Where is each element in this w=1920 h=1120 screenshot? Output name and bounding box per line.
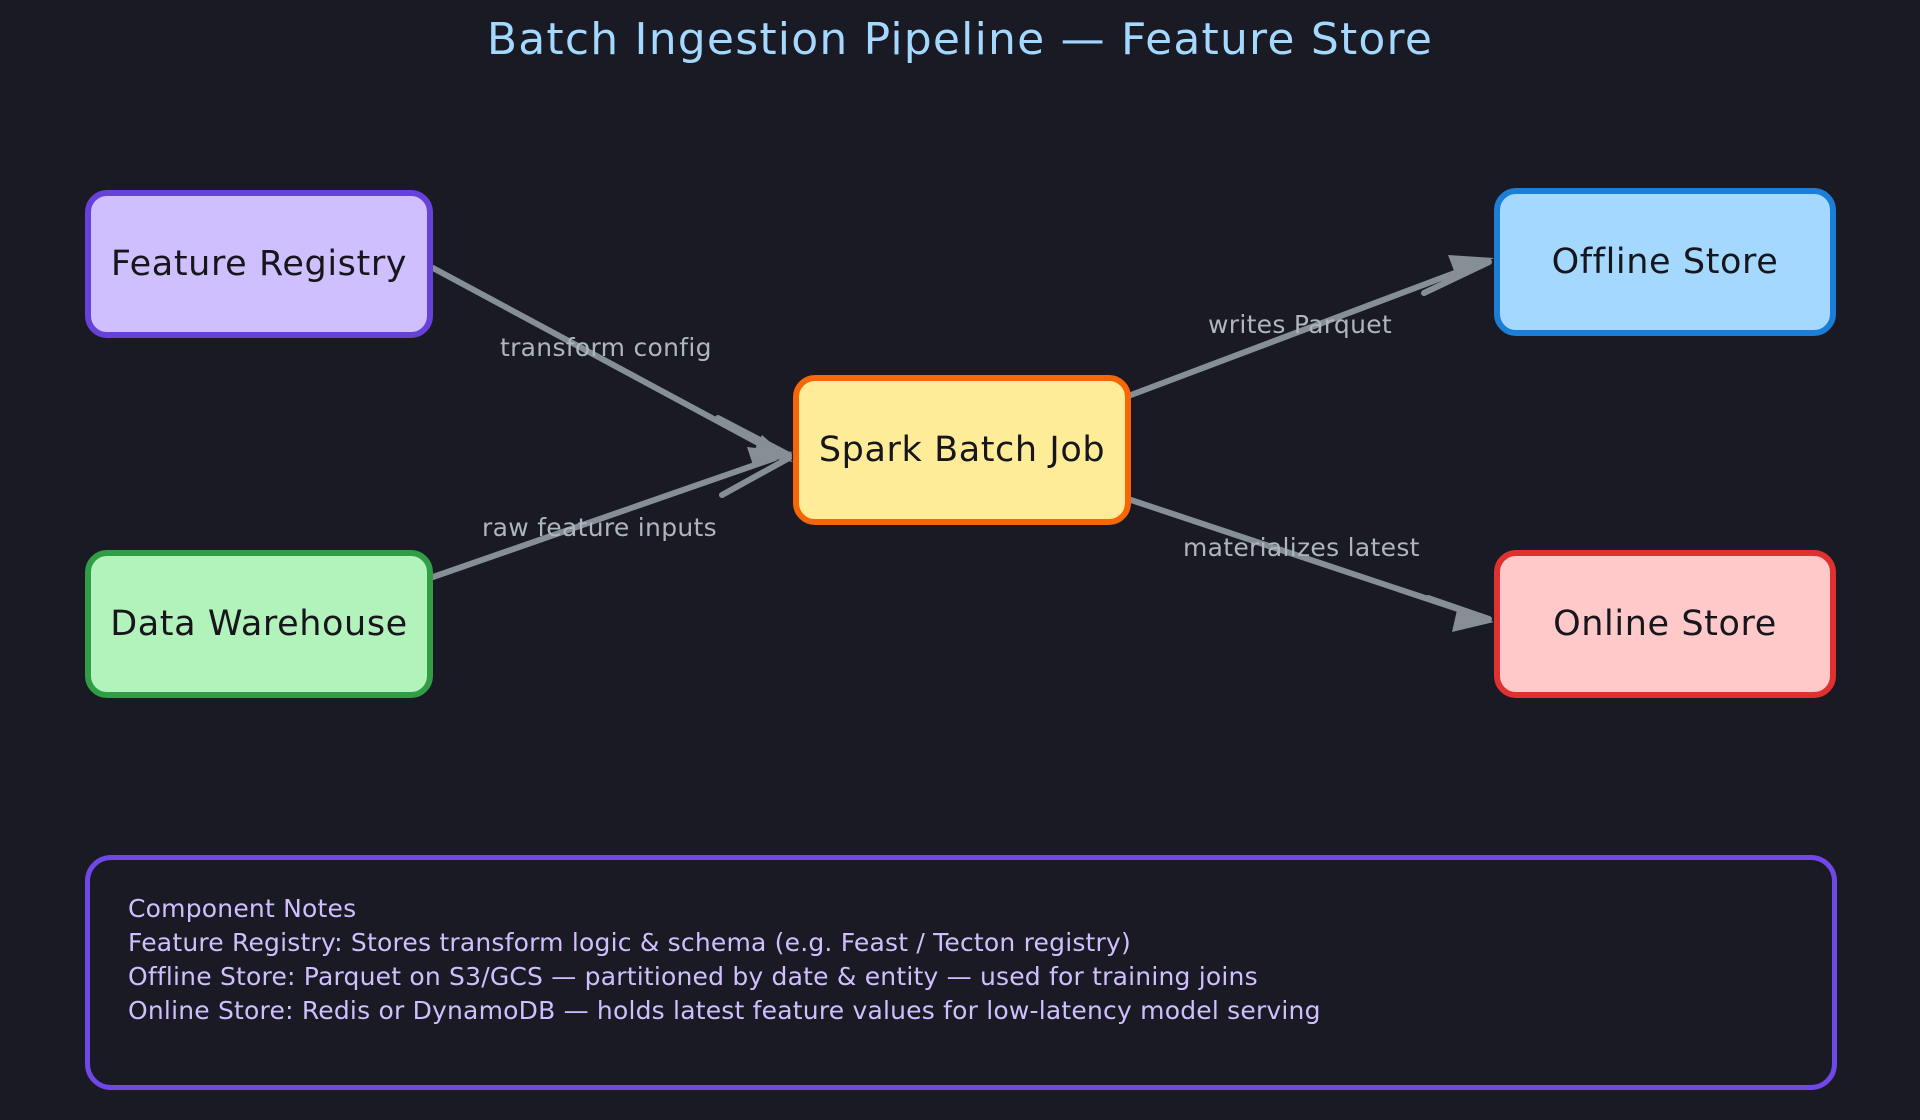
edge-label-raw-feature-inputs: raw feature inputs xyxy=(482,513,717,542)
edge-writes-parquet-stroke-2 xyxy=(1421,259,1492,296)
edge-label-writes-parquet: writes Parquet xyxy=(1208,310,1393,339)
note-line-online-store: Online Store: Redis or DynamoDB — holds … xyxy=(128,996,1321,1025)
arrowhead-icon xyxy=(1452,610,1494,632)
node-label: Online Store xyxy=(1553,604,1777,644)
edge-inlet-cluster xyxy=(715,415,792,498)
component-notes-panel: Component Notes Feature Registry: Stores… xyxy=(85,855,1837,1090)
edge-label-materializes-latest: materializes latest xyxy=(1183,533,1420,562)
node-feature-registry[interactable]: Feature Registry xyxy=(85,190,433,338)
node-online-store[interactable]: Online Store xyxy=(1494,550,1836,698)
node-label: Feature Registry xyxy=(110,244,408,284)
edge-materializes-latest xyxy=(1128,497,1494,632)
edge-materializes-latest-stroke-2 xyxy=(1425,595,1492,622)
arrowhead-icon xyxy=(1448,255,1494,276)
edge-inlet-stroke-2 xyxy=(719,455,792,498)
notes-heading: Component Notes xyxy=(128,894,357,923)
edge-label-transform-config: transform config xyxy=(500,333,712,362)
node-offline-store[interactable]: Offline Store xyxy=(1494,188,1836,336)
note-line-feature-registry: Feature Registry: Stores transform logic… xyxy=(128,928,1131,957)
node-label: Spark Batch Job xyxy=(818,430,1106,470)
node-label: Offline Store xyxy=(1551,242,1779,282)
node-data-warehouse[interactable]: Data Warehouse xyxy=(85,550,433,698)
arrowhead-icon xyxy=(752,435,793,462)
edge-raw-feature-inputs xyxy=(430,447,793,580)
edge-transform-config xyxy=(430,265,793,462)
node-spark-batch-job[interactable]: Spark Batch Job xyxy=(793,375,1131,525)
page-title: Batch Ingestion Pipeline — Feature Store xyxy=(486,14,1434,65)
arrowhead-icon xyxy=(747,447,793,468)
note-line-offline-store: Offline Store: Parquet on S3/GCS — parti… xyxy=(128,962,1258,991)
node-label: Data Warehouse xyxy=(110,604,408,644)
edge-inlet-stroke-1 xyxy=(715,415,792,458)
